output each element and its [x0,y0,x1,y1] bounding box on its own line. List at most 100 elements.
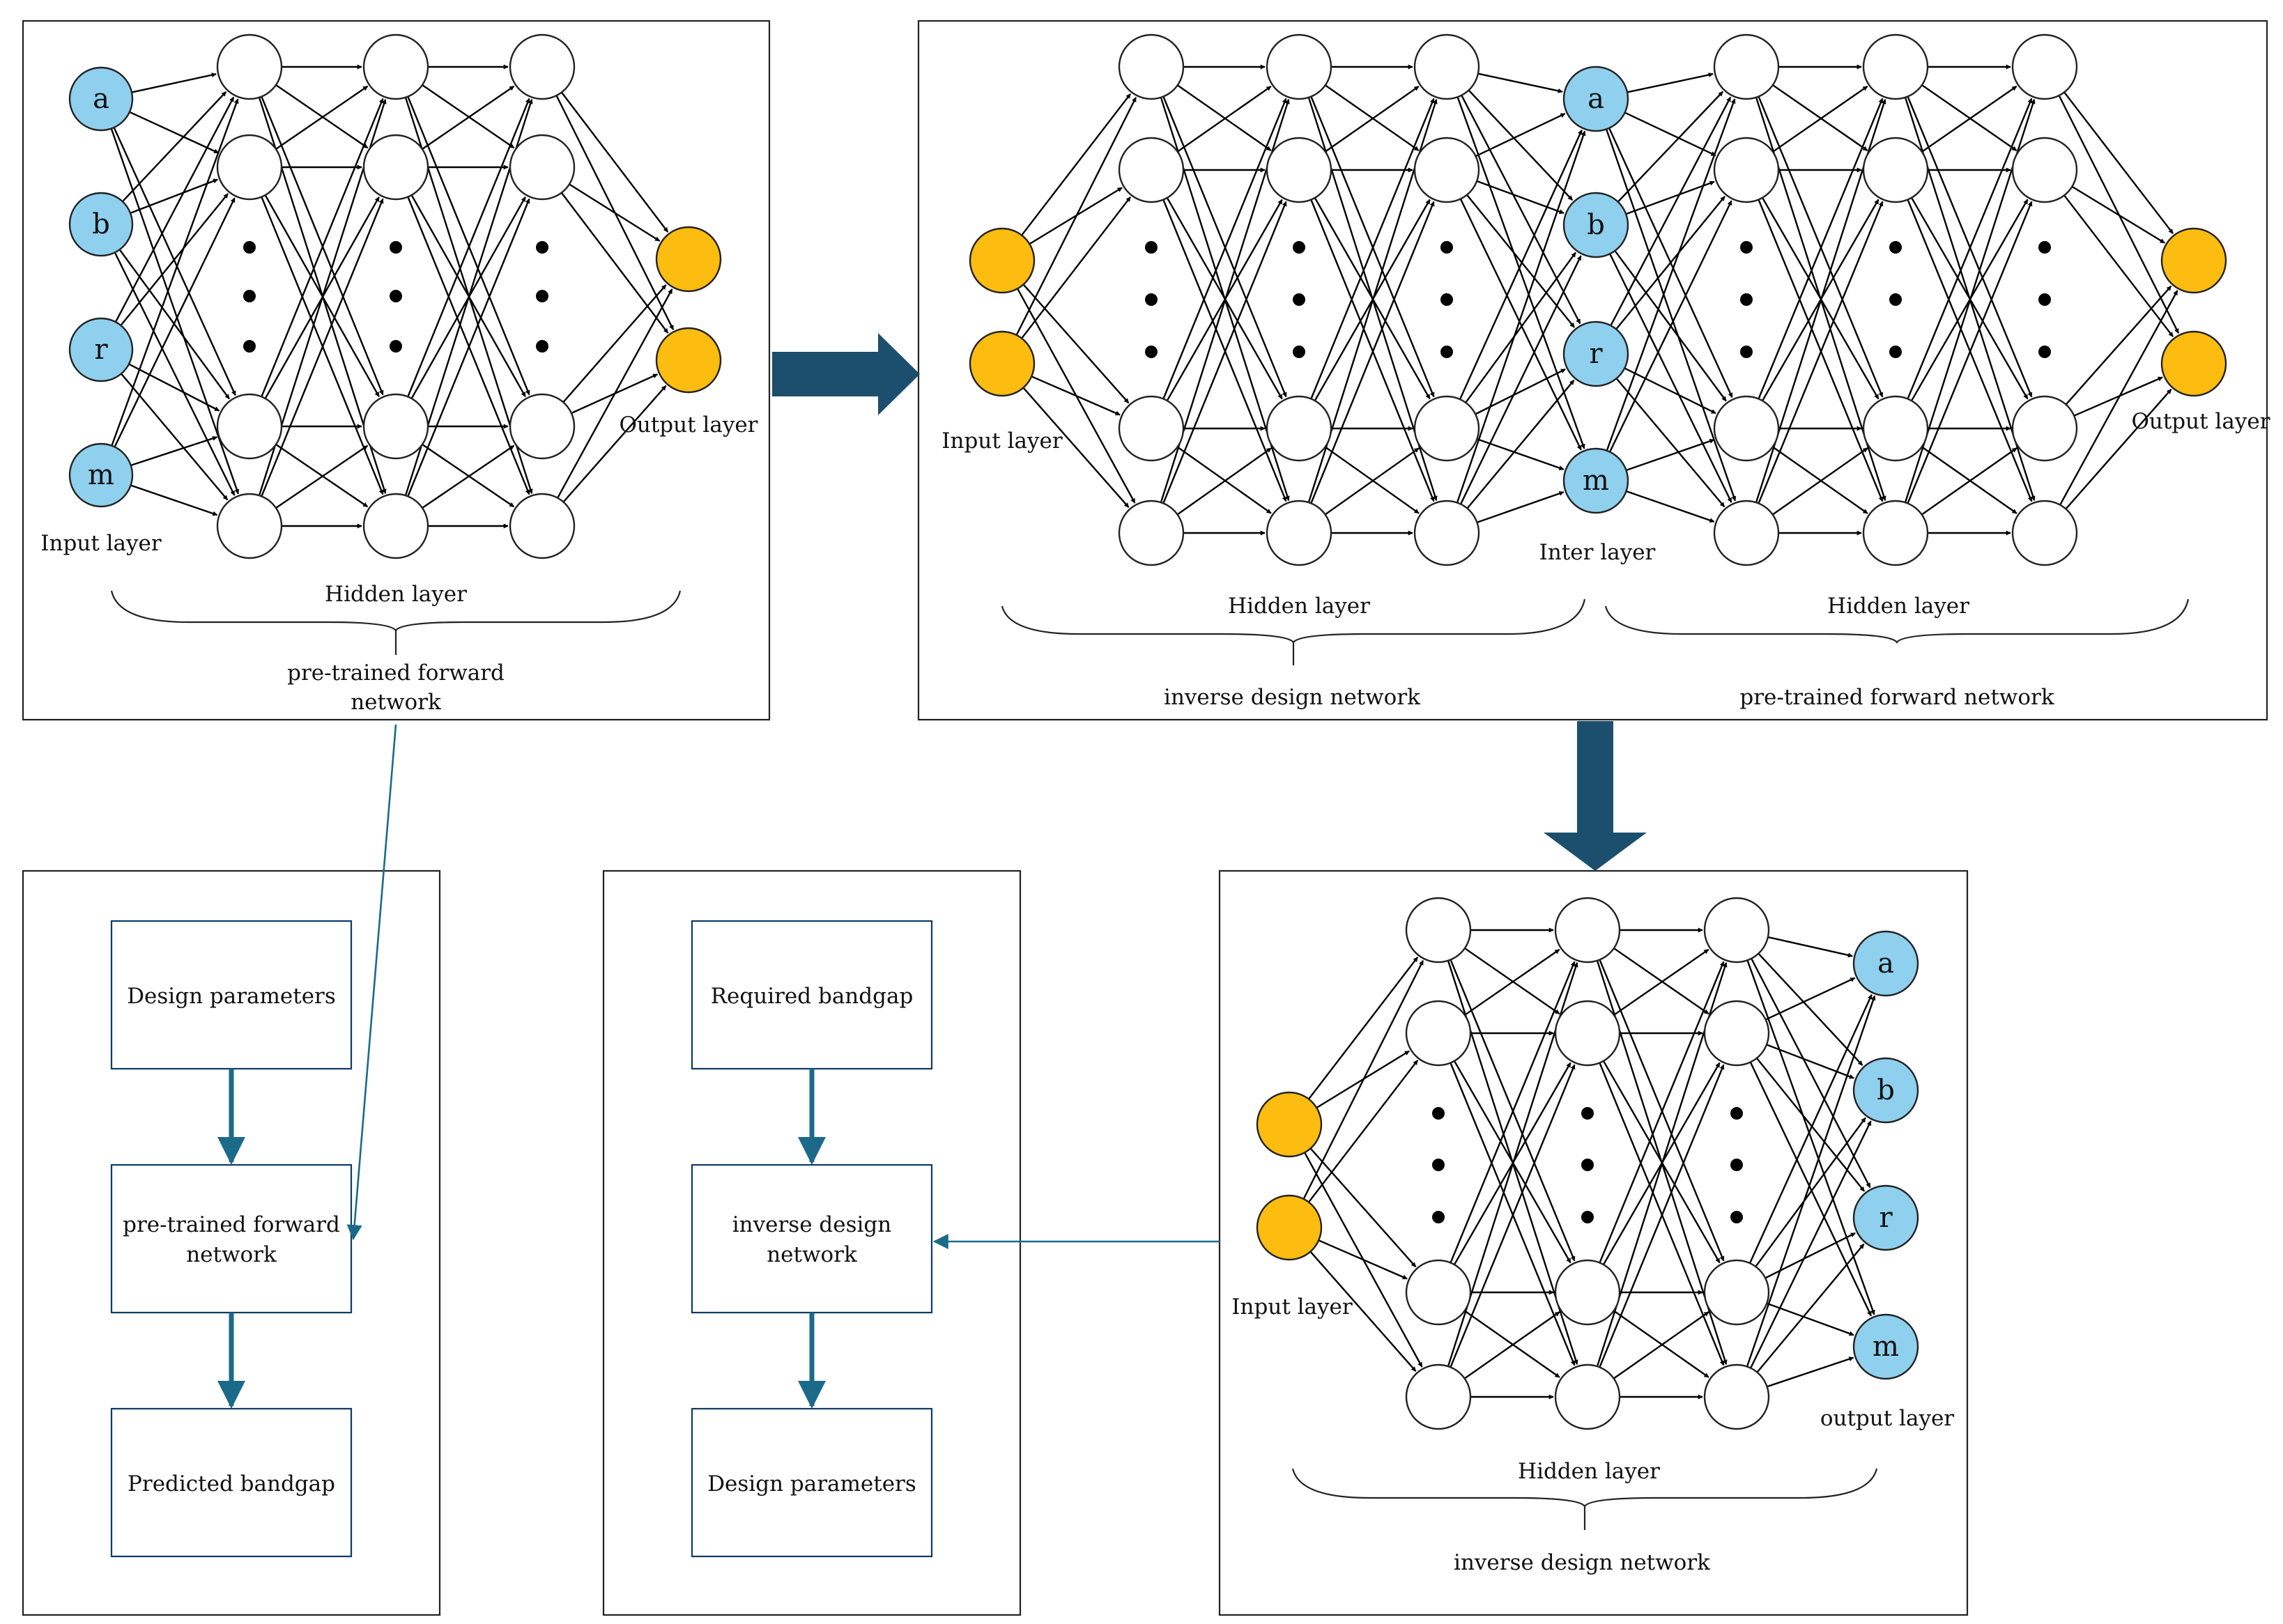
network-edge [1477,180,1565,215]
hidden-node [1266,137,1332,203]
hidden-node [509,134,576,201]
hidden-layer-label: Hidden layer [325,582,467,607]
network-edge [1031,376,1121,416]
panel-frame [22,869,441,1616]
network-edge [1624,367,1716,415]
network-edge [569,183,661,242]
ellipsis-dot [243,241,256,254]
network-edge [1465,252,1576,403]
network-edge [1177,447,1272,515]
node-label: m [88,459,114,491]
ellipsis-dot [1145,293,1158,306]
link-to-forward-network-box [346,724,397,1241]
network-edge [1609,200,1732,452]
output-layer-label: output layer [1820,1406,1954,1431]
ellipsis-dot [1145,346,1158,358]
network-edge [1477,438,1565,471]
network-edge [1310,1148,1417,1268]
hidden-node [1405,1363,1472,1430]
network-edge [1758,201,1884,503]
network-edge [1468,90,1574,201]
network-edge [2059,290,2178,505]
network-edge [1627,490,1715,523]
flow-box [691,1407,933,1558]
ellipsis-dot [2038,346,2051,358]
network-edge [1477,490,1565,523]
network-edge [1613,1311,1709,1379]
node-label: r [1589,338,1603,370]
parameter-node [68,317,134,382]
network-edge [561,192,669,334]
node-label: r [1879,1202,1893,1234]
flow-box-label: Required bandgap [711,984,914,1009]
network-edge [1773,85,1868,153]
ellipsis-dot [1293,241,1305,254]
network-edge [563,385,667,502]
network-edge [121,373,229,501]
flow-box [691,1163,933,1314]
network-edge [1456,97,1585,449]
node-label: b [1877,1074,1895,1106]
flow-box-predicted-bandgap: Predicted bandgap [110,1407,353,1558]
network-edge [114,252,236,496]
panel-frame [602,869,1022,1616]
parameter-node [68,192,134,257]
hidden-node [509,393,576,460]
network-edges [110,64,675,529]
hidden-node [1862,137,1929,203]
hidden-node [1413,500,1480,566]
network-edge [1016,97,1137,335]
network-edge [1310,201,1435,503]
flow-box [691,920,933,1070]
bandgap-node [1256,1091,1323,1158]
network-edge [1023,387,1130,508]
flow-box [110,920,353,1070]
network-caption-line1: pre-trained forward [287,660,505,686]
network-edge [1450,961,1576,1262]
ellipsis-dot [1889,293,1902,306]
ellipsis-dot [1889,346,1902,358]
hidden-node [1554,1259,1621,1326]
hidden-layer-label-right: Hidden layer [1827,594,1969,619]
hidden-node [1118,137,1185,203]
parameter-node [1562,65,1629,132]
parameter-node [1852,1057,1919,1124]
network-edge [1750,1120,1872,1368]
network-edge [1922,85,2017,153]
ellipsis-dot [1730,1211,1743,1223]
network-edge [1021,196,1132,339]
hidden-node [1554,1363,1621,1430]
network-edge [1624,112,1716,157]
network-edge [561,92,669,233]
network-edge [130,178,218,214]
panel-inverse-flow: Required bandgap inverse design network … [602,869,1022,1616]
hidden-node [509,33,576,100]
network-edge [1467,379,1575,509]
ellipsis-dot [536,241,548,254]
network-edge [1746,995,1876,1366]
ellipsis-dot [1432,1159,1445,1171]
network-edge [1460,199,1582,451]
flow-box [110,1407,353,1558]
network-edge [1023,284,1130,404]
network-edge [113,127,236,396]
parameter-node [1852,930,1919,997]
input-layer-label: Input layer [1231,1294,1353,1320]
hidden-node [1118,395,1185,462]
flow-box-label: Predicted bandgap [128,1471,335,1497]
flow-box-label-line2: network [767,1242,857,1267]
node-label: a [93,83,109,115]
bandgap-node [1256,1194,1323,1261]
arrow-down-big [1544,721,1647,871]
network-edge [122,91,227,202]
ellipsis-dot [243,340,256,353]
network-edge [111,98,239,446]
ellipsis-dot [2038,241,2051,254]
network-edge [1609,254,1732,503]
network-edge [132,72,217,93]
network-edge [1615,196,1725,330]
ellipsis-dot [1432,1211,1445,1223]
network-edge [1599,1064,1725,1367]
network-edge [1749,993,1873,1263]
hidden-node [2011,500,2078,566]
